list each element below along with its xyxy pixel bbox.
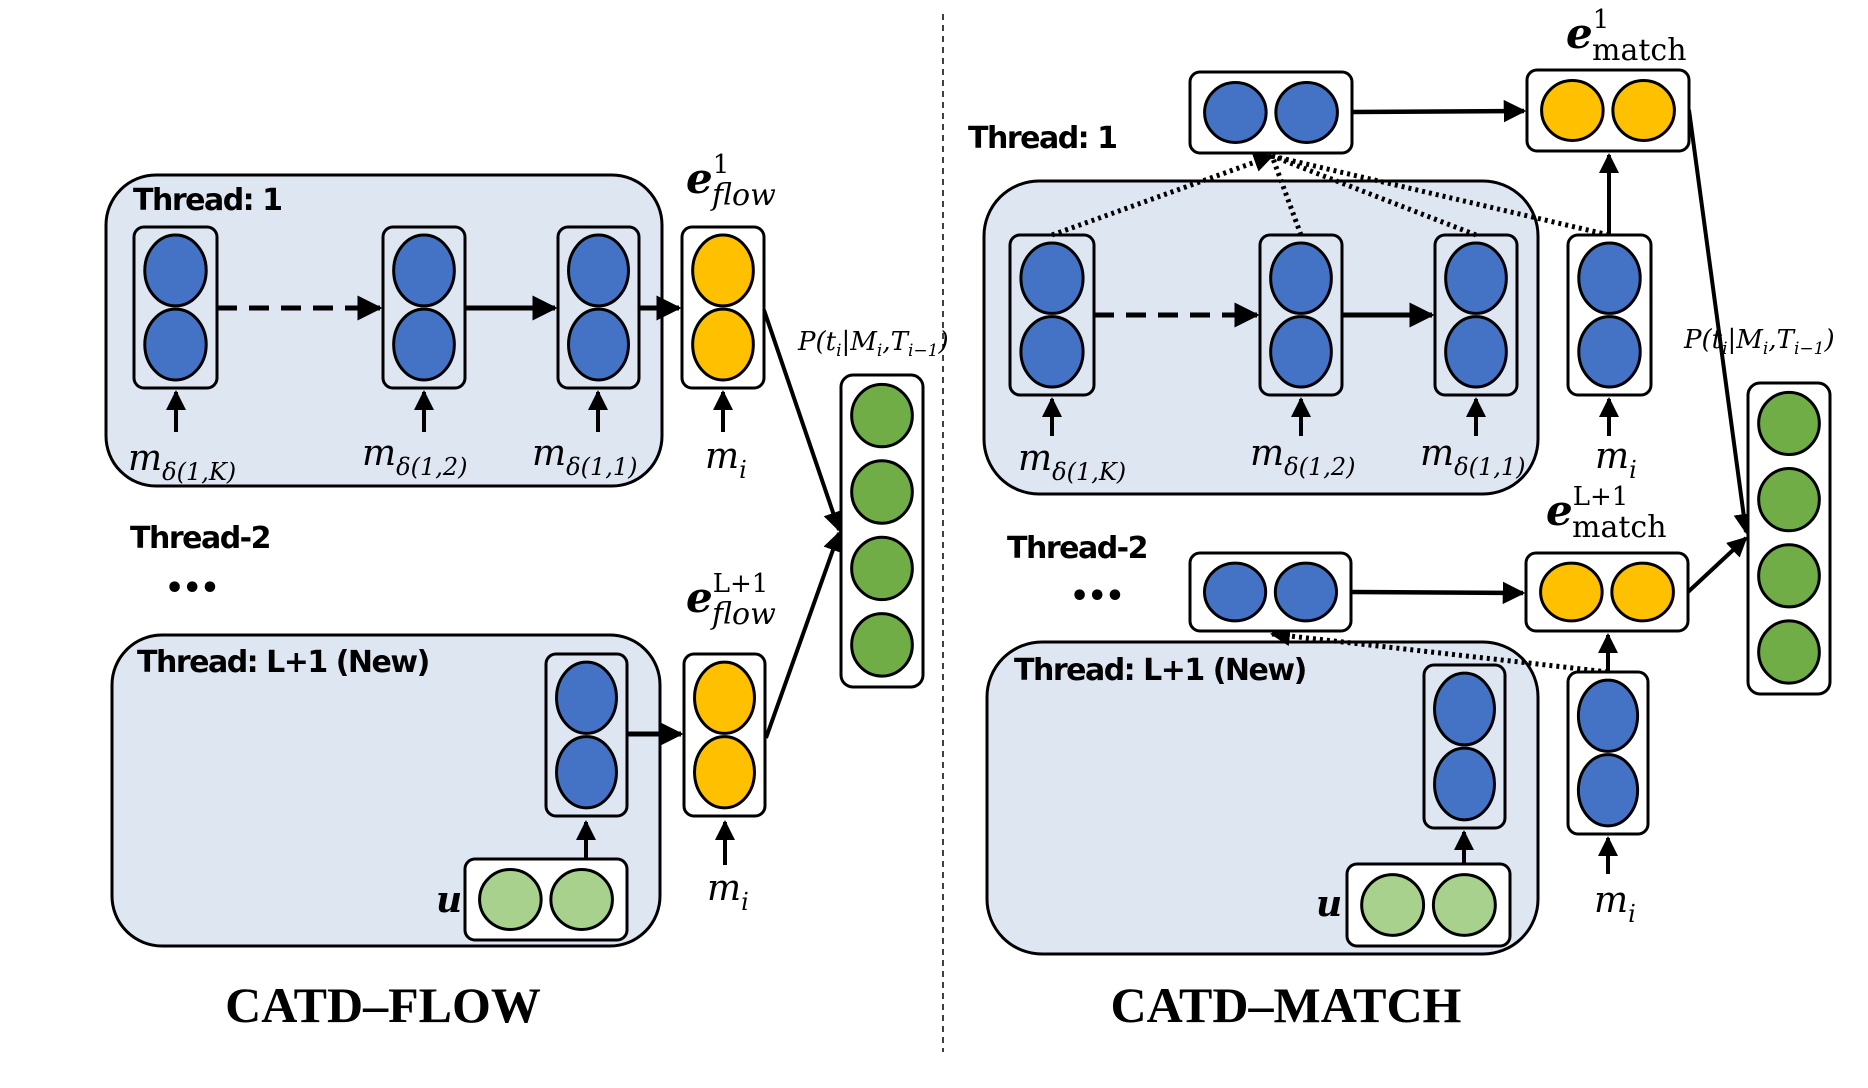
flow-thread1-state-k (132, 225, 219, 390)
match-threadL-state (1422, 663, 1507, 830)
match-thread1-attention-summary-node-1 (1203, 81, 1268, 144)
flow-thread1-state-1-node-1 (567, 233, 630, 308)
match-user-embedding-node-2 (1431, 873, 1497, 937)
flow-threadL-state-node-2 (555, 735, 618, 810)
match-arrow-summary-eL (1350, 581, 1526, 605)
flow-thread1-state-1 (556, 225, 641, 390)
flow-eL-box-node-2 (693, 735, 756, 810)
flow-ellipsis: ••• (165, 571, 218, 606)
match-ellipsis: ••• (1070, 579, 1123, 614)
match-attention-line-3 (1271, 153, 1477, 238)
match-prob-label: P(ti|Mi,Ti−1) (1683, 325, 1835, 359)
match-arrow-eL-out (1686, 536, 1748, 594)
flow-arrow-e1-out (762, 309, 843, 532)
flow-input-label-k: mδ(1,K) (128, 438, 236, 486)
flow-thread-L-title: Thread: L+1 (New) (137, 645, 429, 680)
match-attention-line-L (1270, 626, 1609, 675)
flow-arrow-eL-out (764, 531, 843, 739)
match-user-embedding-node-1 (1360, 873, 1426, 937)
flow-output-probs-node-3 (850, 535, 914, 602)
match-thread1-state-1 (1433, 233, 1519, 397)
match-arrow-summary-e1 (1351, 99, 1527, 123)
match-mi-label-2: mi (1594, 880, 1636, 928)
flow-threadL-state (544, 652, 629, 818)
match-mi-encoder-1-node-2 (1577, 315, 1642, 389)
match-thread-2-title: Thread-2 (1007, 531, 1147, 566)
match-thread1-state-2-node-2 (1269, 315, 1333, 389)
flow-output-probs-node-2 (850, 459, 914, 525)
flow-output-probs (839, 373, 925, 689)
flow-u-label: u (436, 879, 462, 921)
match-input-label-2: mδ(1,2) (1250, 433, 1355, 481)
match-attention-line-4 (1271, 153, 1610, 238)
flow-thread-1-title: Thread: 1 (133, 183, 282, 218)
flow-eL-box-node-1 (693, 660, 756, 735)
match-threadL-state-node-1 (1433, 671, 1496, 747)
flow-thread1-state-2-node-2 (392, 307, 456, 382)
flow-input-label-2: mδ(1,2) (362, 433, 467, 481)
match-e1-box-node-2 (1611, 79, 1676, 142)
match-threadL-attention-summary-node-1 (1202, 561, 1268, 623)
flow-prob-label: P(ti|Mi,Ti−1) (797, 327, 949, 361)
flow-thread1-state-2 (381, 225, 467, 390)
flow-threadL-state-node-1 (555, 660, 618, 735)
match-mi-encoder-L-node-2 (1576, 753, 1640, 828)
match-input-label-k: mδ(1,K) (1018, 438, 1126, 486)
match-thread1-state-k (1008, 233, 1096, 397)
match-eL-box-node-1 (1539, 561, 1604, 623)
match-thread1-state-2-node-1 (1269, 241, 1333, 315)
match-attention-line-2 (1269, 155, 1304, 236)
flow-output-probs-node-4 (850, 612, 914, 678)
match-eL-box-node-2 (1610, 561, 1675, 623)
match-thread1-state-1-node-1 (1444, 241, 1508, 315)
match-input-label-1: mδ(1,1) (1420, 433, 1525, 481)
flow-thread1-state-k-node-2 (143, 307, 208, 382)
match-thread1-state-2 (1258, 233, 1344, 397)
match-mi-encoder-1-node-1 (1577, 241, 1642, 315)
match-output-probs-node-4 (1757, 619, 1821, 685)
flow-e1-box-node-1 (691, 233, 755, 308)
match-thread1-state-k-node-2 (1019, 315, 1085, 389)
match-e1-box-node-1 (1540, 79, 1605, 142)
match-output-probs-node-3 (1757, 543, 1821, 609)
flow-thread1-state-2-node-1 (392, 233, 456, 308)
match-threadL-attention-summary-node-2 (1273, 561, 1339, 623)
match-arrow-e1-out (1687, 109, 1754, 534)
match-u-label: u (1316, 883, 1342, 925)
match-output-probs-node-2 (1757, 467, 1821, 533)
match-caption: CATD–MATCH (1111, 977, 1462, 1033)
match-mi-label-1: mi (1595, 436, 1637, 484)
flow-thread-2-title: Thread-2 (130, 521, 270, 556)
match-thread1-state-1-node-2 (1444, 315, 1508, 389)
flow-thread1-state-1-node-2 (567, 307, 630, 382)
flow-caption: CATD–FLOW (225, 977, 541, 1033)
match-output-probs-node-1 (1757, 390, 1821, 457)
flow-mi-label-1: mi (705, 436, 747, 484)
match-thread-L-title: Thread: L+1 (New) (1014, 653, 1306, 688)
flow-e1-box-node-2 (691, 307, 755, 382)
flow-output-probs-node-1 (850, 382, 914, 449)
flow-user-embedding-node-1 (478, 868, 543, 931)
match-mi-encoder-L-node-1 (1576, 678, 1640, 753)
flow-user-embedding-node-2 (549, 868, 614, 931)
match-thread1-state-k-node-1 (1019, 241, 1085, 315)
match-threadL-state-node-2 (1433, 746, 1496, 822)
flow-input-label-1: mδ(1,1) (532, 433, 637, 481)
match-thread-1-title: Thread: 1 (968, 121, 1117, 156)
match-output-probs (1746, 381, 1832, 696)
flow-thread1-state-k-node-1 (143, 233, 208, 308)
match-thread1-attention-summary-node-2 (1274, 81, 1339, 144)
flow-mi-label-2: mi (707, 868, 749, 916)
